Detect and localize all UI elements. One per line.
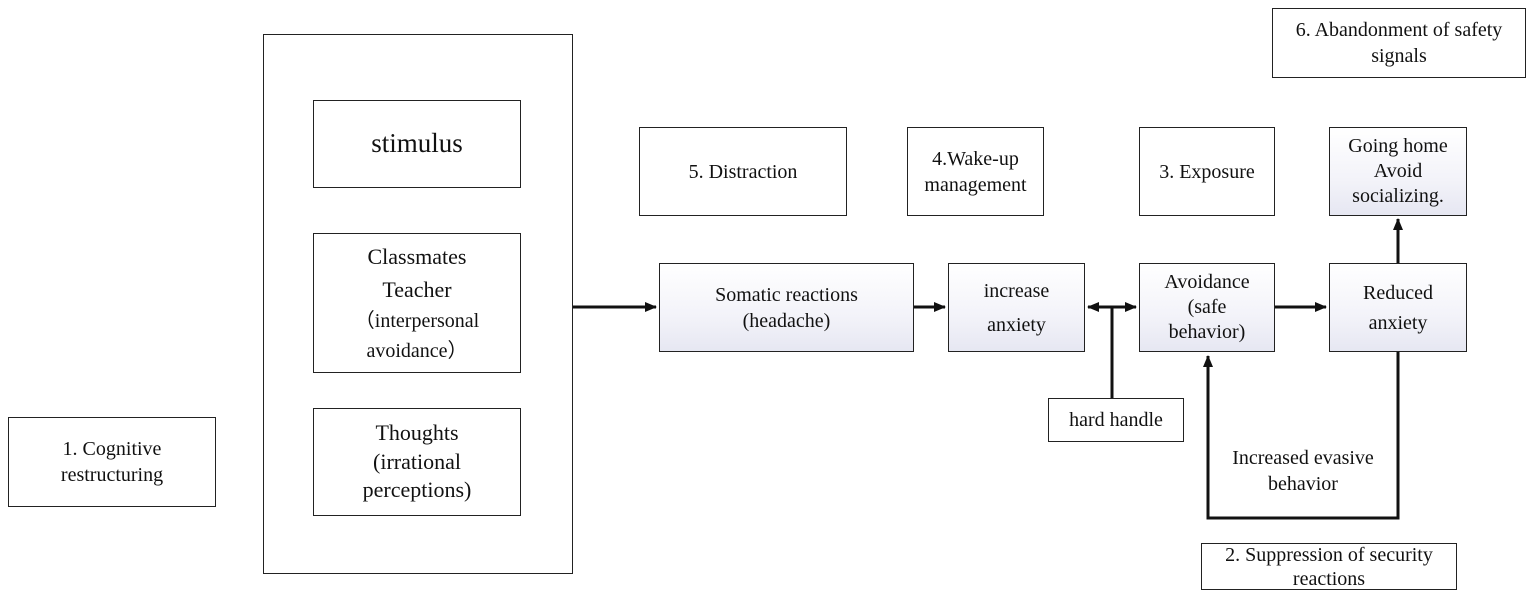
strategy-suppression: 2. Suppression of security reactions [1201,543,1457,590]
going-home-line3: socializing. [1352,185,1444,207]
strategy-abandonment-line1: 6. Abandonment of safety [1295,19,1503,41]
trigger-people-line3: （interpersonal [354,310,480,332]
feedback-loop [1203,352,1400,520]
trigger-thoughts-line2: (irrational [373,448,461,474]
strategy-suppression-line1: 2. Suppression of security [1225,543,1433,566]
strategy-wakeup: 4.Wake-up management [907,127,1044,216]
somatic-reactions-box: Somatic reactions (headache) [659,263,914,352]
hard-handle-box: hard handle [1048,398,1184,442]
trigger-thoughts-line1: Thoughts [375,420,459,446]
increase-anxiety-line2: anxiety [987,313,1046,336]
strategy-cognitive-restructuring: 1. Cognitive restructuring [8,417,216,507]
increase-anxiety-box: increase anxiety [948,263,1085,352]
strategy-distraction-label: 5. Distraction [688,160,798,183]
trigger-stimulus-label: stimulus [371,128,463,159]
strategy-cognitive-line2: restructuring [60,464,164,486]
strategy-abandonment: 6. Abandonment of safety signals [1272,8,1526,78]
trigger-thoughts: Thoughts (irrational perceptions) [313,408,521,516]
strategy-exposure-label: 3. Exposure [1159,160,1255,183]
going-home-line1: Going home [1348,135,1448,157]
going-home-box: Going home Avoid socializing. [1329,127,1467,216]
evasive-behavior-label: Increased evasive behavior [1208,445,1398,497]
strategy-abandonment-line2: signals [1371,45,1427,67]
avoidance-line3: behavior) [1168,321,1246,343]
avoidance-box: Avoidance (safe behavior) [1139,263,1275,352]
strategy-suppression-line2: reactions [1292,567,1366,590]
reduced-anxiety-line1: Reduced [1363,281,1433,304]
trigger-people-line1: Classmates [367,244,467,269]
trigger-people: Classmates Teacher （interpersonal avoida… [313,233,521,373]
avoidance-line2: (safe [1187,296,1227,318]
going-home-line2: Avoid [1373,160,1423,182]
trigger-stimulus: stimulus [313,100,521,188]
strategy-cognitive-line1: 1. Cognitive [62,438,162,460]
reduced-anxiety-box: Reduced anxiety [1329,263,1467,352]
evasive-line1: Increased evasive [1232,447,1374,469]
trigger-people-line2: Teacher [382,277,452,302]
somatic-line1: Somatic reactions [715,283,858,306]
hard-handle-label: hard handle [1069,409,1163,431]
strategy-wakeup-line1: 4.Wake-up [932,147,1019,170]
trigger-thoughts-line3: perceptions) [362,477,472,503]
strategy-exposure: 3. Exposure [1139,127,1275,216]
avoidance-line1: Avoidance [1164,271,1250,293]
strategy-distraction: 5. Distraction [639,127,847,216]
strategy-wakeup-line2: management [924,173,1027,196]
evasive-line2: behavior [1268,473,1338,495]
increase-anxiety-line1: increase [983,279,1050,302]
somatic-line2: (headache) [742,309,831,332]
reduced-anxiety-line2: anxiety [1368,311,1428,334]
trigger-people-line4: avoidance） [366,340,468,362]
